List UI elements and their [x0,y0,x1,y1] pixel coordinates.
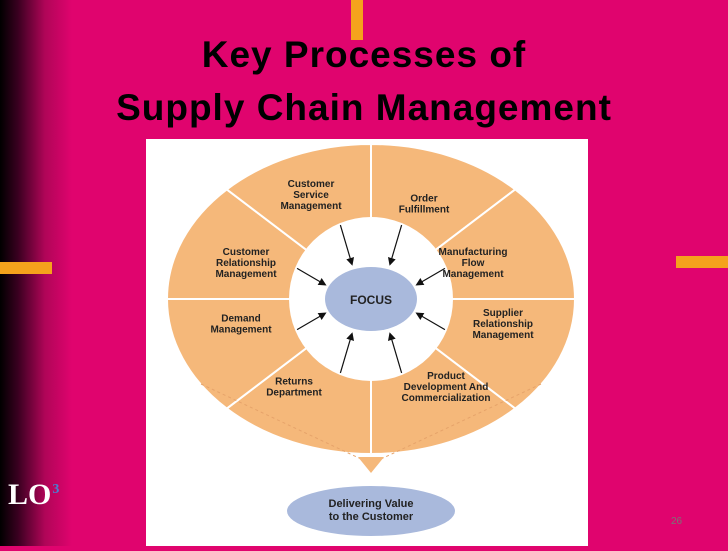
segment-label-product: Product [427,371,465,382]
focus-center [325,267,417,331]
diagram-panel: FOCUS Delivering Value to the Customer O… [146,139,588,546]
focus-arrow [296,267,327,286]
segment-label-order: Order [410,194,437,205]
focus-arrow [296,312,327,331]
focus-arrow [388,224,403,266]
focus-arrow [339,224,354,266]
outcome-line1: Delivering Value [329,498,414,510]
focus-arrow [415,267,446,286]
process-diagram: FOCUS Delivering Value to the Customer O… [165,142,577,536]
accent-bar-right [676,256,728,268]
slide-title-line2: Supply Chain Management [116,87,612,128]
segment-label-manufacturing: Manufacturing [439,247,508,258]
lo-number: 3 [52,482,60,497]
focus-arrow [415,312,446,331]
segment-label-service: Customer [288,179,335,190]
accent-bar-left [0,262,52,274]
focus-label: FOCUS [350,293,392,307]
segment-label-returns: Returns [275,377,313,388]
segment-label-product: Development And [404,382,489,393]
segment-label-service: Management [280,201,342,212]
segment-label-crm: Customer [223,247,270,258]
focus-arrow [388,332,403,374]
outcome-ellipse [287,486,455,536]
slide-title-line1: Key Processes of [201,34,527,75]
segment-label-order: Fulfillment [399,205,450,216]
segment-label-demand: Demand [221,314,260,325]
segment-label-supplier: Management [472,330,534,341]
lo-label: LO [8,478,52,511]
segment-label-supplier: Supplier [483,308,523,319]
page-number: 26 [671,516,683,527]
segment-label-manufacturing: Management [442,269,504,280]
accent-bar-top [351,0,363,40]
segment-label-crm: Relationship [216,258,276,269]
segment-label-crm: Management [215,269,277,280]
lo-badge: LO3 [8,478,59,512]
segment-label-product: Commercialization [402,393,491,404]
segment-label-supplier: Relationship [473,319,533,330]
segment-label-manufacturing: Flow [462,258,485,269]
segment-label-service: Service [293,190,329,201]
down-arrow-icon [358,457,384,473]
segment-label-returns: Department [266,388,322,399]
segment-label-demand: Management [210,325,272,336]
focus-arrow [339,332,354,374]
outcome-line2: to the Customer [329,511,414,523]
